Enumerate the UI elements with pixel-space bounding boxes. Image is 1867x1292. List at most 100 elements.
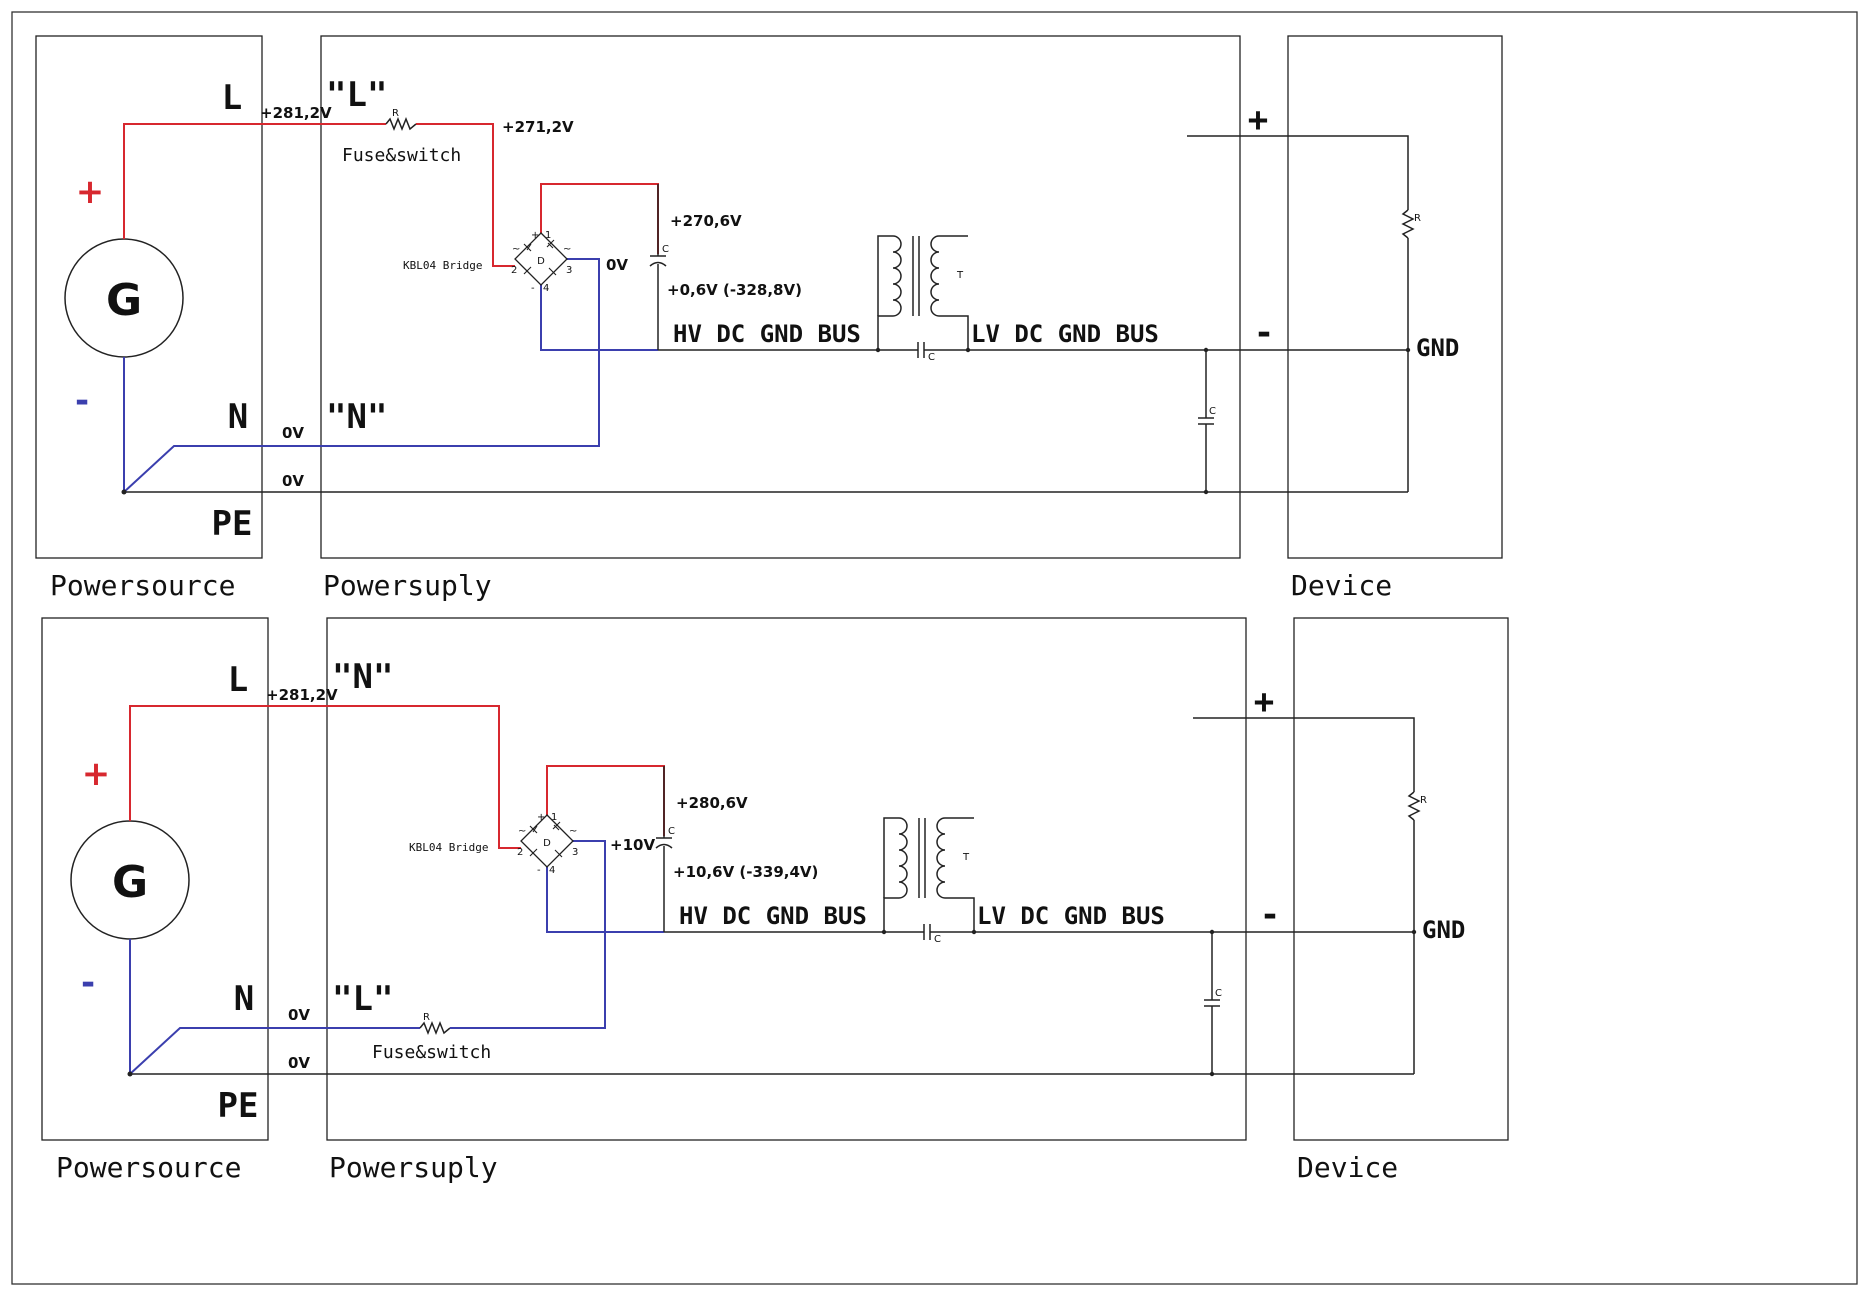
bridge-label: KBL04 Bridge	[403, 259, 482, 272]
pe-label: PE	[218, 1086, 259, 1126]
junction-dot	[875, 347, 881, 353]
bottom-terminal-label: "N"	[326, 397, 387, 437]
line-wire	[129, 705, 521, 849]
powersuply-caption: Powersuply	[329, 1151, 498, 1184]
ycap-letter: C	[1209, 406, 1216, 417]
coupling-cap-letter: C	[928, 352, 935, 363]
load-resistor-icon	[1407, 791, 1421, 821]
junction-dot	[1209, 1071, 1215, 1077]
bridge-minus-wire	[540, 285, 658, 351]
device-plus-label: +	[1248, 100, 1268, 140]
line-wire	[123, 123, 386, 239]
line-label: L	[228, 660, 248, 700]
generator-label: G	[106, 275, 142, 326]
pin-minus: -	[531, 283, 535, 294]
pin-tilde-right: ~	[569, 826, 577, 837]
bridge-right-voltage: 0V	[606, 256, 628, 274]
neutral-label: N	[228, 397, 248, 437]
powersource-caption: Powersource	[56, 1151, 241, 1184]
bridge-diode-letter: D	[537, 256, 545, 267]
line-wire-after-fuse	[416, 123, 515, 267]
junction-dot	[881, 929, 887, 935]
bridge-rectifier: D + 1 2 3 4 ~ ~ -	[517, 812, 578, 876]
bridge-right-voltage: +10V	[610, 836, 655, 854]
junction-dot	[1209, 929, 1215, 935]
bridge-minus-wire	[546, 867, 664, 933]
top-terminal-label: "N"	[332, 657, 393, 697]
cap-bottom-voltage: +10,6V (-339,4V)	[673, 863, 818, 881]
powersource-box	[35, 35, 263, 559]
capacitor-letter: C	[668, 826, 675, 837]
cap-top-voltage: +270,6V	[670, 212, 742, 230]
pin-plus: +	[531, 230, 539, 241]
minus-sign: -	[75, 381, 89, 421]
transformer: T	[883, 817, 975, 932]
device-caption: Device	[1297, 1151, 1398, 1184]
pin-3: 3	[572, 847, 578, 858]
neutral-label: N	[234, 979, 254, 1019]
load-resistor-letter: R	[1420, 795, 1427, 806]
fuse-label: Fuse&switch	[372, 1042, 491, 1063]
pin-4: 4	[549, 865, 555, 876]
powersource-caption: Powersource	[50, 569, 235, 602]
powersuply-caption: Powersuply	[323, 569, 492, 602]
capacitor-letter: C	[662, 244, 669, 255]
device-plus-label: +	[1254, 682, 1274, 722]
fuse-label: Fuse&switch	[342, 145, 461, 166]
panel-bottom: G + - D + 1 2 3 4 ~ ~ - KBL04 Bridge	[41, 617, 1509, 1184]
neutral-voltage: 0V	[288, 1006, 310, 1024]
powersuply-box	[326, 617, 1247, 1141]
pin-minus: -	[537, 865, 541, 876]
fuse-resistor-icon	[385, 116, 417, 132]
fuse-resistor-icon	[419, 1020, 451, 1036]
bridge-plus-wire	[546, 765, 665, 836]
fuse-resistor-letter: R	[423, 1012, 430, 1023]
gnd-label: GND	[1422, 916, 1465, 944]
hv-bus-label: HV DC GND BUS	[673, 320, 861, 348]
pin-1: 1	[545, 230, 551, 241]
coupling-cap-letter: C	[934, 934, 941, 945]
load-resistor-icon	[1401, 209, 1415, 239]
pe-voltage: 0V	[288, 1054, 310, 1072]
source-voltage: +281,2V	[266, 686, 338, 704]
neutral-wire-ps	[129, 1027, 420, 1075]
powersource-box	[41, 617, 269, 1141]
fuse-resistor-letter: R	[392, 108, 399, 119]
pin-1: 1	[551, 812, 557, 823]
bridge-rectifier: D + 1 2 3 4 ~ ~ -	[511, 230, 572, 294]
pin-tilde-right: ~	[563, 244, 571, 255]
transformer: T	[877, 235, 969, 350]
transformer-letter: T	[956, 270, 964, 281]
load-resistor-letter: R	[1414, 213, 1421, 224]
gnd-label: GND	[1416, 334, 1459, 362]
device-plus-wire	[1187, 135, 1409, 210]
junction-dot	[121, 489, 127, 495]
hv-bus-label: HV DC GND BUS	[679, 902, 867, 930]
device-minus-label: -	[1260, 895, 1280, 935]
device-box	[1293, 617, 1509, 1141]
capacitor-plate-curved	[655, 843, 673, 849]
ycap-letter: C	[1215, 988, 1222, 999]
capacitor-plate-curved	[649, 261, 667, 267]
minus-sign: -	[81, 963, 95, 1003]
pin-2: 2	[511, 265, 517, 276]
cap-bottom-voltage: +0,6V (-328,8V)	[667, 281, 802, 299]
panel-top: G + - D + 1 2 3 4 ~ ~ - KBL04 Bridge	[35, 35, 1503, 602]
junction-dot	[1203, 347, 1209, 353]
pin-tilde-left: ~	[512, 244, 520, 255]
generator-label: G	[112, 857, 148, 908]
lv-bus-label: LV DC GND BUS	[971, 320, 1159, 348]
device-caption: Device	[1291, 569, 1392, 602]
device-box	[1287, 35, 1503, 559]
lv-bus-label: LV DC GND BUS	[977, 902, 1165, 930]
after-fuse-voltage: +271,2V	[502, 118, 574, 136]
bridge-diode-letter: D	[543, 838, 551, 849]
pe-voltage: 0V	[282, 472, 304, 490]
bridge-plus-wire	[540, 183, 659, 254]
pin-4: 4	[543, 283, 549, 294]
bottom-terminal-label: "L"	[332, 979, 393, 1019]
plus-sign: +	[76, 172, 105, 212]
neutral-voltage: 0V	[282, 424, 304, 442]
outer-frame	[11, 11, 1858, 1285]
